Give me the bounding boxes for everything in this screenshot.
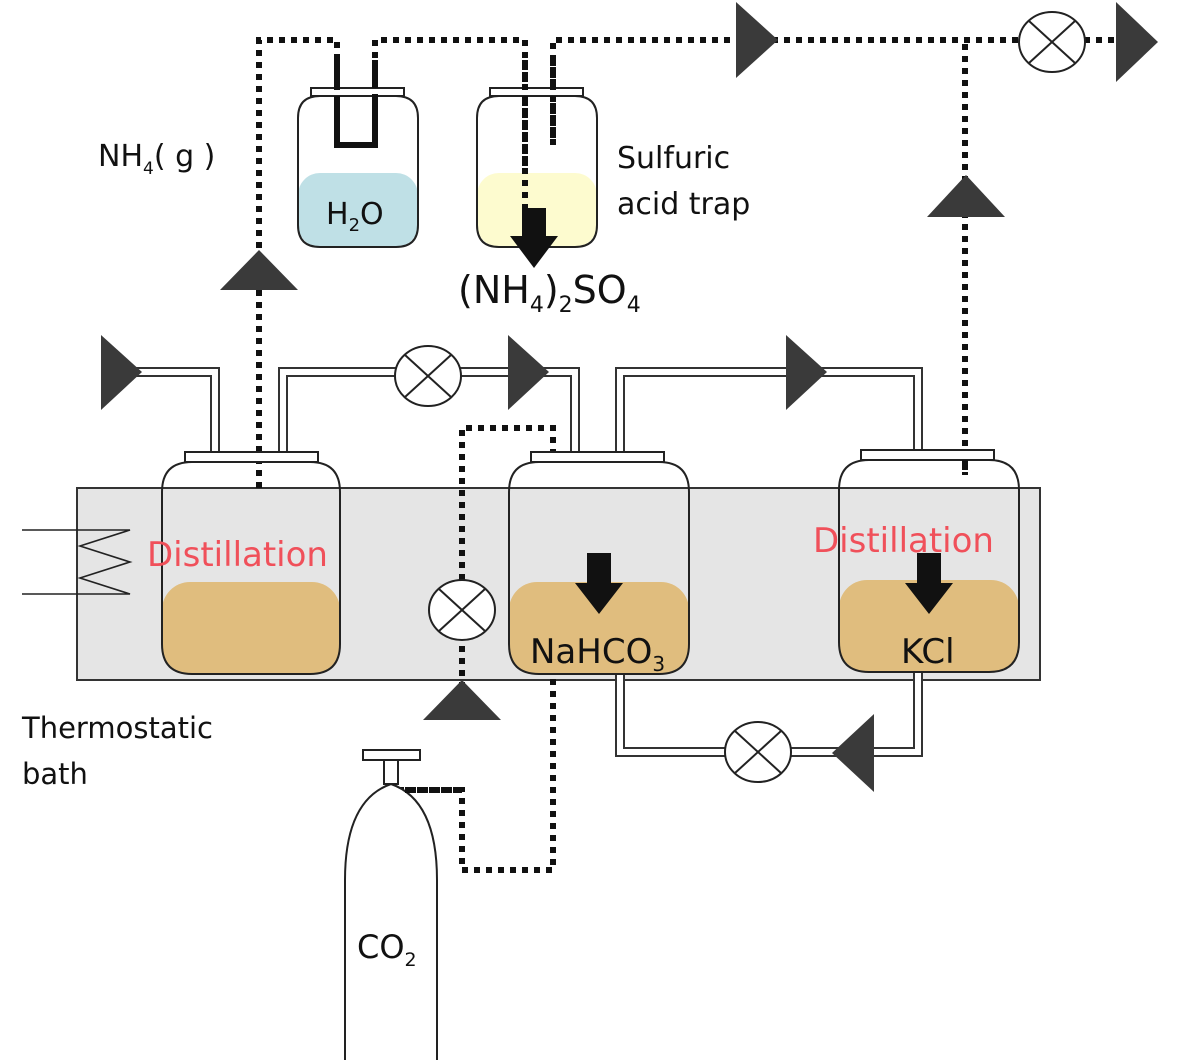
- nahco3-vessel: [508, 451, 690, 675]
- heater-icon: [22, 529, 133, 595]
- kcl-vessel: [838, 449, 1020, 673]
- flow-arrow-icon: [101, 335, 142, 410]
- distillation-vessel-left: [161, 451, 341, 675]
- valve-icon: [1018, 11, 1086, 73]
- water-bottle: H2O: [297, 87, 419, 248]
- valve-icon: [428, 579, 496, 641]
- co2-label: CO2: [357, 928, 417, 971]
- sulfuric-acid-label-line2: acid trap: [617, 187, 750, 222]
- ammonium-sulfate-label: (NH4)2SO4: [458, 268, 641, 318]
- flow-arrow-icon: [508, 335, 549, 410]
- flow-arrow-icon: [927, 175, 1005, 217]
- thermostatic-bath-label-line2: bath: [22, 757, 88, 791]
- sulfuric-acid-label-line1: Sulfuric: [617, 141, 730, 176]
- valve-icon: [724, 721, 792, 783]
- distillation-label-right: Distillation: [813, 521, 994, 561]
- nahco3-label: NaHCO3: [530, 632, 665, 676]
- distillation-label-left: Distillation: [147, 535, 328, 575]
- gas-lines: [256, 37, 1140, 873]
- flow-arrow-icon: [1116, 2, 1158, 82]
- down-arrow-icon: [510, 208, 558, 268]
- valve-icon: [394, 345, 462, 407]
- gas-cylinder-icon: CO2: [344, 749, 438, 1060]
- flow-arrow-icon: [423, 680, 501, 720]
- ammonia-gas-label: NH4( g ): [98, 139, 215, 179]
- flow-arrow-icon: [220, 250, 298, 290]
- flow-arrow-icon: [736, 2, 778, 78]
- kcl-label: KCl: [901, 632, 955, 672]
- down-arrow-icon: [905, 553, 953, 614]
- flow-arrow-icon: [832, 714, 874, 792]
- water-label: H2O: [326, 197, 384, 236]
- flow-arrow-icon: [786, 335, 827, 410]
- thermostatic-bath-label-line1: Thermostatic: [21, 711, 213, 745]
- down-arrow-icon: [575, 553, 623, 614]
